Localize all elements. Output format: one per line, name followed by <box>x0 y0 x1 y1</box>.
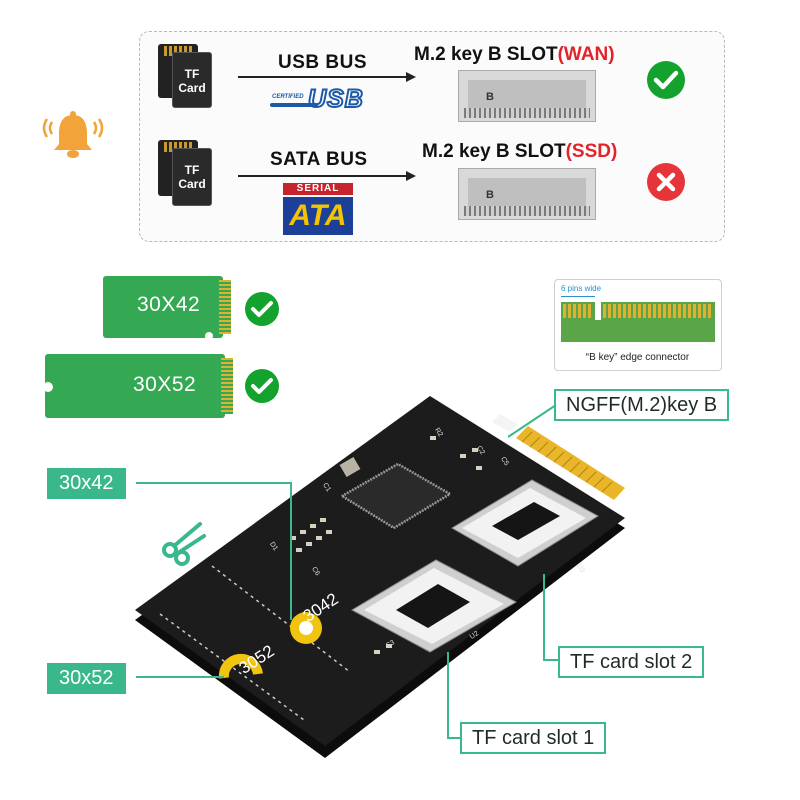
leader-line <box>543 574 558 661</box>
sata-logo: SERIAL ATA <box>283 183 353 235</box>
tf-card-label: Card <box>178 177 206 191</box>
callout-30x52: 30x52 <box>47 663 126 694</box>
leader-line <box>136 676 224 678</box>
tf-card-label: TF <box>184 67 200 81</box>
scissors-icon <box>162 522 206 566</box>
size-card-3042: 30X42 <box>103 276 231 340</box>
pcb-board <box>135 396 625 758</box>
leader-line <box>447 652 462 739</box>
cross-icon <box>647 163 685 201</box>
check-icon <box>647 61 685 99</box>
b-key-diagram: 6 pins wide “B key” edge connector <box>554 279 722 371</box>
bell-icon <box>42 111 104 158</box>
size-card-3052: 30X52 <box>43 354 233 418</box>
callout-tf-slot-1: TF card slot 1 <box>460 722 607 754</box>
tf-card-label: Card <box>178 81 206 95</box>
sata-bus-label: SATA BUS <box>270 149 368 170</box>
leader-line <box>136 482 292 620</box>
callout-tf-slot-2: TF card slot 2 <box>558 646 705 678</box>
callout-30x42: 30x42 <box>47 468 126 499</box>
key-caption: “B key” edge connector <box>585 352 690 363</box>
size-label-3052: 30X52 <box>133 373 197 396</box>
usb-bus-label: USB BUS <box>278 52 368 73</box>
check-icon <box>245 292 279 326</box>
check-icon <box>245 369 279 403</box>
tf-card-stack-sata: TF Card <box>158 140 214 206</box>
leader-line <box>508 404 556 438</box>
compatibility-panel <box>139 31 725 242</box>
arrow-icon <box>238 72 416 82</box>
wan-slot-label: M.2 key B SLOT(WAN) <box>414 44 615 65</box>
tf-card-stack-usb: TF Card <box>158 44 214 108</box>
usb-logo: CERTIFIED USB <box>270 84 364 114</box>
arrow-icon <box>238 171 416 181</box>
ssd-slot-label: M.2 key B SLOT(SSD) <box>422 141 618 162</box>
size-label-3042: 30X42 <box>137 293 201 316</box>
callout-ngff: NGFF(M.2)key B <box>554 389 730 421</box>
m2-slot-ssd: B <box>458 168 596 220</box>
pins-caption: 6 pins wide <box>561 284 602 293</box>
m2-slot-wan: B <box>458 70 596 122</box>
tf-card-label: TF <box>184 163 200 177</box>
